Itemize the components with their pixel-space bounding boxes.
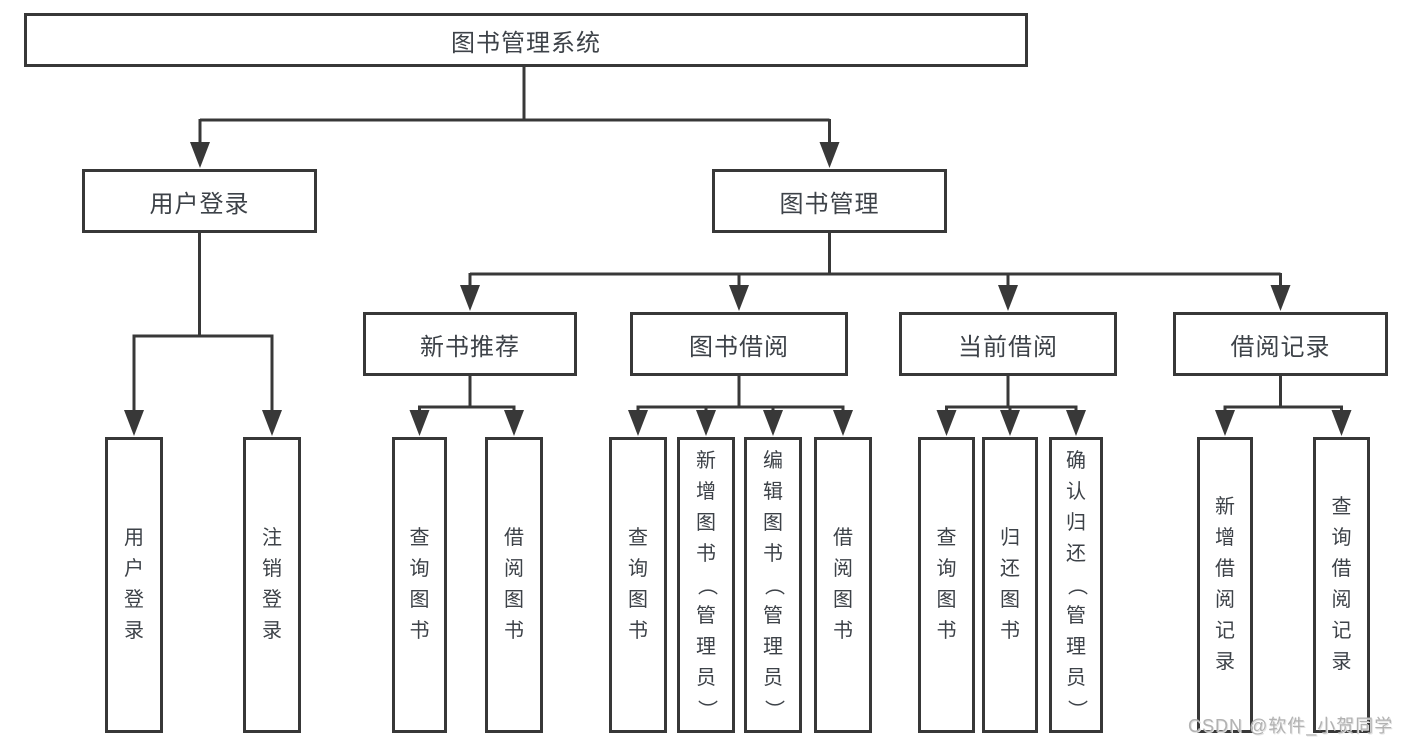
node-borrowing-records: 借阅记录: [1173, 312, 1388, 376]
node-book-borrowing: 图书借阅: [630, 312, 848, 376]
leaf-query-books-recommend: 查询图书: [392, 437, 447, 733]
node-library-management-system: 图书管理系统: [24, 13, 1028, 67]
connector-group: [132, 67, 1343, 413]
leaf-borrow-books: 借阅图书: [814, 437, 872, 733]
leaf-user-login: 用户登录: [105, 437, 163, 733]
node-book-management: 图书管理: [712, 169, 947, 233]
leaf-add-books-admin: 新增图书（管理员）: [677, 437, 735, 733]
leaf-query-books-current: 查询图书: [918, 437, 975, 733]
arrowheads: [124, 142, 1352, 436]
leaf-borrow-books-recommend: 借阅图书: [485, 437, 543, 733]
leaf-query-borrow-record: 查询借阅记录: [1313, 437, 1370, 733]
node-current-borrowing: 当前借阅: [899, 312, 1117, 376]
node-new-book-recommendation: 新书推荐: [363, 312, 577, 376]
leaf-edit-books-admin: 编辑图书（管理员）: [744, 437, 802, 733]
csdn-watermark: CSDN @软件_小贺同学: [1188, 716, 1394, 736]
leaf-add-borrow-record: 新增借阅记录: [1197, 437, 1253, 733]
node-user-login: 用户登录: [82, 169, 317, 233]
leaf-logout: 注销登录: [243, 437, 301, 733]
leaf-return-books: 归还图书: [982, 437, 1038, 733]
leaf-query-books-borrow: 查询图书: [609, 437, 667, 733]
leaf-confirm-return-admin: 确认归还（管理员）: [1049, 437, 1103, 733]
